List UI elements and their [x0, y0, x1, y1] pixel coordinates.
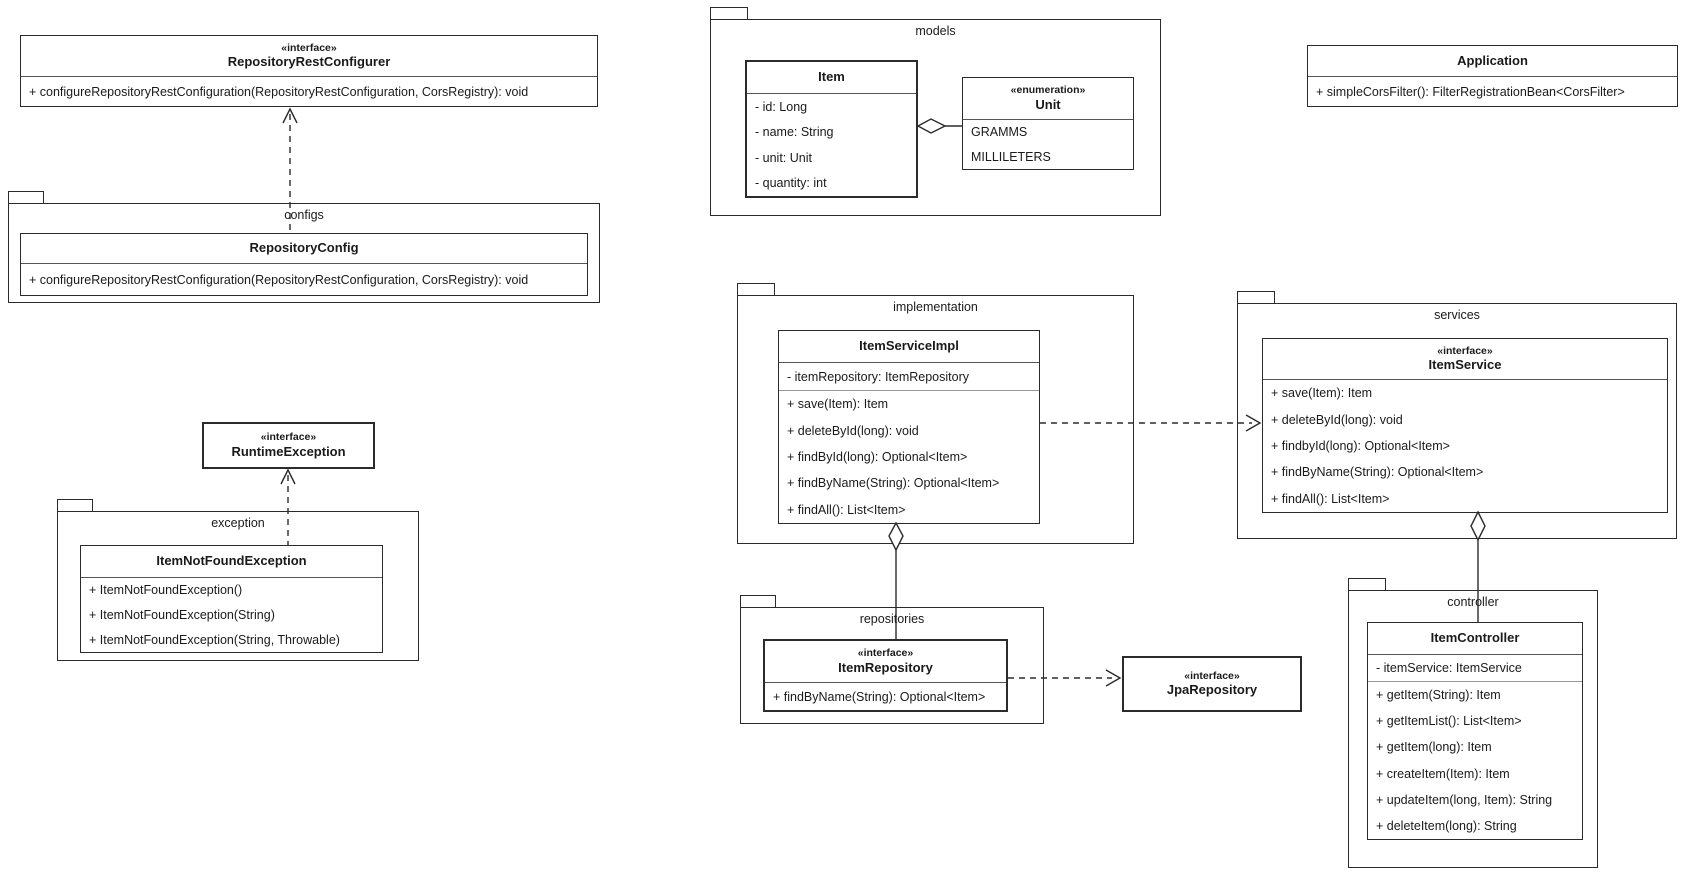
method-row: + configureRepositoryRestConfiguration(R…	[29, 84, 529, 99]
class-box-jparepository: «interface» JpaRepository	[1122, 656, 1302, 712]
package-tab-models	[710, 7, 748, 19]
method-row: + simpleCorsFilter(): FilterRegistration…	[1316, 84, 1625, 99]
class-box-itemrepository: «interface» ItemRepository + findByName(…	[763, 639, 1008, 712]
attribute-row: - unit: Unit	[755, 150, 812, 165]
open-arrowhead-icon	[1105, 669, 1122, 687]
attribute-row: - name: String	[755, 125, 834, 140]
class-box-itemnotfoundexception: ItemNotFoundException + ItemNotFoundExce…	[80, 545, 383, 653]
package-title-implementation: implementation	[893, 300, 978, 314]
attribute-row: - quantity: int	[755, 176, 827, 191]
class-name: RepositoryConfig	[249, 240, 359, 256]
open-arrowhead-icon	[282, 107, 298, 124]
stereotype-label: «interface»	[1437, 344, 1493, 357]
method-row: + ItemNotFoundException()	[89, 583, 243, 598]
class-name: Item	[818, 69, 845, 85]
package-title-models: models	[915, 24, 956, 38]
class-name: ItemRepository	[838, 659, 933, 675]
method-row: + findAll(): List<Item>	[787, 502, 906, 517]
package-tab-implementation	[737, 283, 775, 295]
stereotype-label: «enumeration»	[1010, 84, 1086, 97]
method-row: + findByName(String): Optional<Item>	[1271, 465, 1484, 480]
open-arrowhead-icon	[280, 468, 296, 485]
class-name: RuntimeException	[231, 443, 346, 459]
method-row: + save(Item): Item	[1271, 386, 1373, 401]
package-tab-controller	[1348, 578, 1386, 590]
method-row: + findbyId(long): Optional<Item>	[1271, 439, 1450, 454]
method-row: + findById(long): Optional<Item>	[787, 450, 968, 465]
class-name: JpaRepository	[1166, 682, 1258, 698]
class-box-item: Item - id: Long - name: String - unit: U…	[745, 60, 918, 198]
package-title-repositories: repositories	[859, 612, 925, 626]
package-tab-configs	[8, 191, 44, 203]
package-title-exception: exception	[211, 516, 265, 530]
method-row: + findByName(String): Optional<Item>	[773, 689, 986, 704]
package-tab-services	[1237, 291, 1275, 303]
method-row: + ItemNotFoundException(String)	[89, 608, 275, 622]
package-title-configs: configs	[284, 208, 324, 222]
method-row: + getItemList(): List<Item>	[1376, 714, 1522, 729]
class-box-application: Application + simpleCorsFilter(): Filter…	[1307, 45, 1678, 107]
class-name: ItemNotFoundException	[156, 553, 307, 569]
method-row: + getItem(String): Item	[1376, 688, 1501, 703]
attribute-row: - itemRepository: ItemRepository	[787, 369, 970, 384]
method-row: + findAll(): List<Item>	[1271, 491, 1390, 506]
method-row: + findByName(String): Optional<Item>	[787, 476, 1000, 491]
attribute-row: - id: Long	[755, 99, 808, 114]
class-name: ItemServiceImpl	[859, 338, 959, 354]
class-name: Application	[1457, 52, 1528, 68]
class-name: ItemService	[1428, 357, 1502, 373]
class-box-itemserviceimpl: ItemServiceImpl - itemRepository: ItemRe…	[778, 330, 1040, 524]
stereotype-label: «interface»	[1184, 669, 1240, 682]
package-title-services: services	[1434, 308, 1480, 322]
stereotype-label: «interface»	[857, 647, 914, 660]
method-row: + save(Item): Item	[787, 397, 889, 412]
enum-value-row: GRAMMS	[971, 125, 1028, 140]
method-row: + ItemNotFoundException(String, Throwabl…	[89, 632, 340, 647]
method-row: + updateItem(long, Item): String	[1376, 792, 1553, 807]
class-name: ItemController	[1430, 630, 1520, 646]
package-tab-repositories	[740, 595, 776, 607]
stereotype-label: «interface»	[260, 431, 317, 444]
package-tab-exception	[57, 499, 93, 511]
class-box-itemservice: «interface» ItemService + save(Item): It…	[1262, 338, 1668, 513]
method-row: + getItem(long): Item	[1376, 740, 1492, 755]
attribute-row: - itemService: ItemService	[1376, 661, 1522, 675]
class-name: Unit	[1035, 96, 1061, 112]
enum-value-row: MILLILETERS	[971, 149, 1051, 164]
class-box-runtimeexception: «interface» RuntimeException	[202, 422, 375, 469]
class-name: RepositoryRestConfigurer	[227, 54, 391, 70]
method-row: + deleteById(long): void	[787, 423, 919, 438]
class-box-unit-enum: «enumeration» Unit GRAMMS MILLILETERS	[962, 77, 1134, 170]
method-row: + deleteById(long): void	[1271, 412, 1403, 427]
class-box-repositoryrestconfigurer: «interface» RepositoryRestConfigurer + c…	[20, 35, 598, 107]
method-row: + configureRepositoryRestConfiguration(R…	[29, 272, 529, 287]
class-box-repositoryconfig: RepositoryConfig + configureRepositoryRe…	[20, 233, 588, 296]
method-row: + deleteItem(long): String	[1376, 818, 1517, 833]
package-title-controller: controller	[1447, 595, 1499, 609]
class-box-itemcontroller: ItemController - itemService: ItemServic…	[1367, 622, 1583, 840]
stereotype-label: «interface»	[281, 41, 337, 54]
method-row: + createItem(Item): Item	[1376, 766, 1510, 781]
